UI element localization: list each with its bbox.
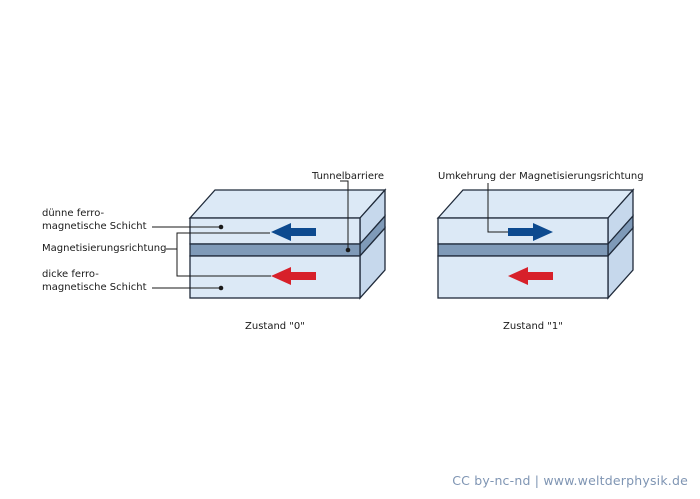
magnetization-arrow-top-left <box>271 223 316 241</box>
leader-tunnel-barrier <box>340 180 349 250</box>
leader-dot-thin <box>218 224 224 230</box>
block-top-face <box>188 189 387 219</box>
leader-lines <box>152 180 508 289</box>
magnetization-arrow-bottom-left <box>508 267 553 285</box>
leader-reversal <box>487 183 508 233</box>
leader-dot-thick <box>218 285 224 291</box>
label-thin-layer-line1: dünne ferro- <box>42 208 105 219</box>
label-magnetization-direction: Magnetisierungsrichtung <box>42 243 167 254</box>
caption-state-0: Zustand "0" <box>245 321 305 332</box>
leader-magnetization-direction <box>166 232 270 250</box>
label-thick-layer-line1: dicke ferro- <box>42 269 99 280</box>
leader-dot-barrier <box>345 247 351 253</box>
block-state-1 <box>436 188 635 300</box>
credit-text: CC by-nc-nd | www.weltderphysik.de <box>452 473 688 488</box>
leader-dots <box>218 224 351 291</box>
block-state-0 <box>188 188 387 300</box>
label-thick-layer-line2: magnetische Schicht <box>42 282 147 293</box>
label-tunnel-barrier: Tunnelbarriere <box>312 171 385 182</box>
leader-magnetization-direction-lower <box>176 249 271 277</box>
label-reversal: Umkehrung der Magnetisierungsrichtung <box>438 171 644 182</box>
magnetization-arrow-bottom-left <box>271 267 316 285</box>
front-tunnel-barrier <box>437 243 609 257</box>
label-thin-layer-line2: magnetische Schicht <box>42 221 147 232</box>
front-tunnel-barrier <box>189 243 361 257</box>
caption-state-1: Zustand "1" <box>503 321 563 332</box>
block-top-face <box>436 189 635 219</box>
magnetization-arrow-top-right <box>508 223 553 241</box>
